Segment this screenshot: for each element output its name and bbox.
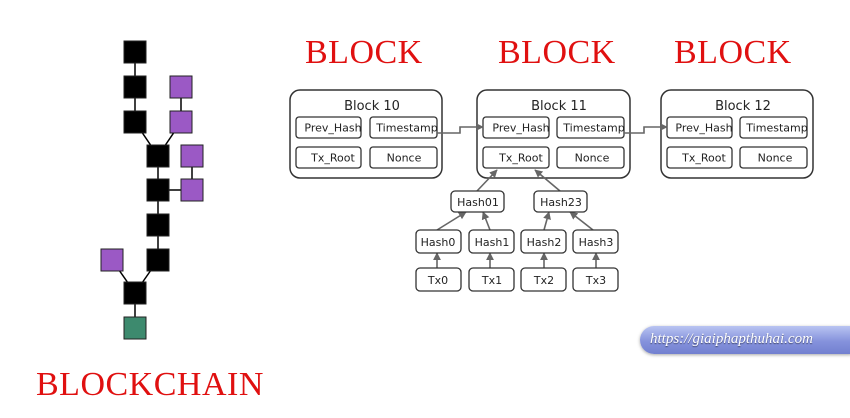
chain-block [146,248,170,272]
blockchain-heading: BLOCKCHAIN [36,366,264,403]
prev-hash-field: Prev_Hash [492,122,549,135]
prev-hash-field: Prev_Hash [304,122,361,135]
tx-root-field: Tx_Root [310,152,355,165]
transaction-node: Tx1 [481,274,502,287]
chain-block [123,110,147,134]
transaction-node: Tx2 [533,274,554,287]
timestamp-field: Timestamp [375,122,437,135]
block-title: Block 10 [344,99,400,114]
tx-root-field: Tx_Root [498,152,543,165]
merkle-leaf-hash: Hash0 [421,236,456,249]
merkle-leaf-hash: Hash3 [579,236,614,249]
orphan-block [169,110,193,134]
block-heading-2: BLOCK [498,34,616,71]
watermark-banner: https://giaiphapthuhai.com [640,326,850,354]
chain-block [123,281,147,305]
merkle-tree: Hash01 Hash23 Hash0 Hash1 Hash2 Hash3 Tx… [415,190,619,292]
nonce-field: Nonce [575,152,610,165]
nonce-field: Nonce [758,152,793,165]
timestamp-field: Timestamp [562,122,624,135]
chain-block [146,178,170,202]
block-heading-3: BLOCK [674,34,792,71]
block-12: Block 12 Prev_Hash Timestamp Tx_Root Non… [660,89,814,179]
transaction-node: Tx3 [585,274,606,287]
orphan-block [180,178,204,202]
merkle-hash-node: Hash01 [457,196,499,209]
block-10: Block 10 Prev_Hash Timestamp Tx_Root Non… [289,89,443,179]
orphan-block [169,75,193,99]
orphan-block [180,144,204,168]
merkle-leaf-hash: Hash1 [475,236,510,249]
transaction-node: Tx0 [427,274,448,287]
timestamp-field: Timestamp [745,122,807,135]
chain-block [123,40,147,64]
genesis-block [123,316,147,340]
block-title: Block 11 [531,99,587,114]
chain-nodes [100,40,204,340]
nonce-field: Nonce [387,152,422,165]
block-11: Block 11 Prev_Hash Timestamp Tx_Root Non… [476,89,631,179]
block-heading-1: BLOCK [305,34,423,71]
merkle-arrows [433,169,600,268]
orphan-block [100,248,124,272]
block-title: Block 12 [715,99,771,114]
chain-block [123,75,147,99]
tx-root-field: Tx_Root [681,152,726,165]
block-links [437,123,668,134]
prev-hash-field: Prev_Hash [675,122,732,135]
merkle-hash-node: Hash23 [540,196,582,209]
chain-block [146,213,170,237]
watermark-text: https://giaiphapthuhai.com [650,331,813,347]
merkle-leaf-hash: Hash2 [527,236,562,249]
chain-block [146,144,170,168]
